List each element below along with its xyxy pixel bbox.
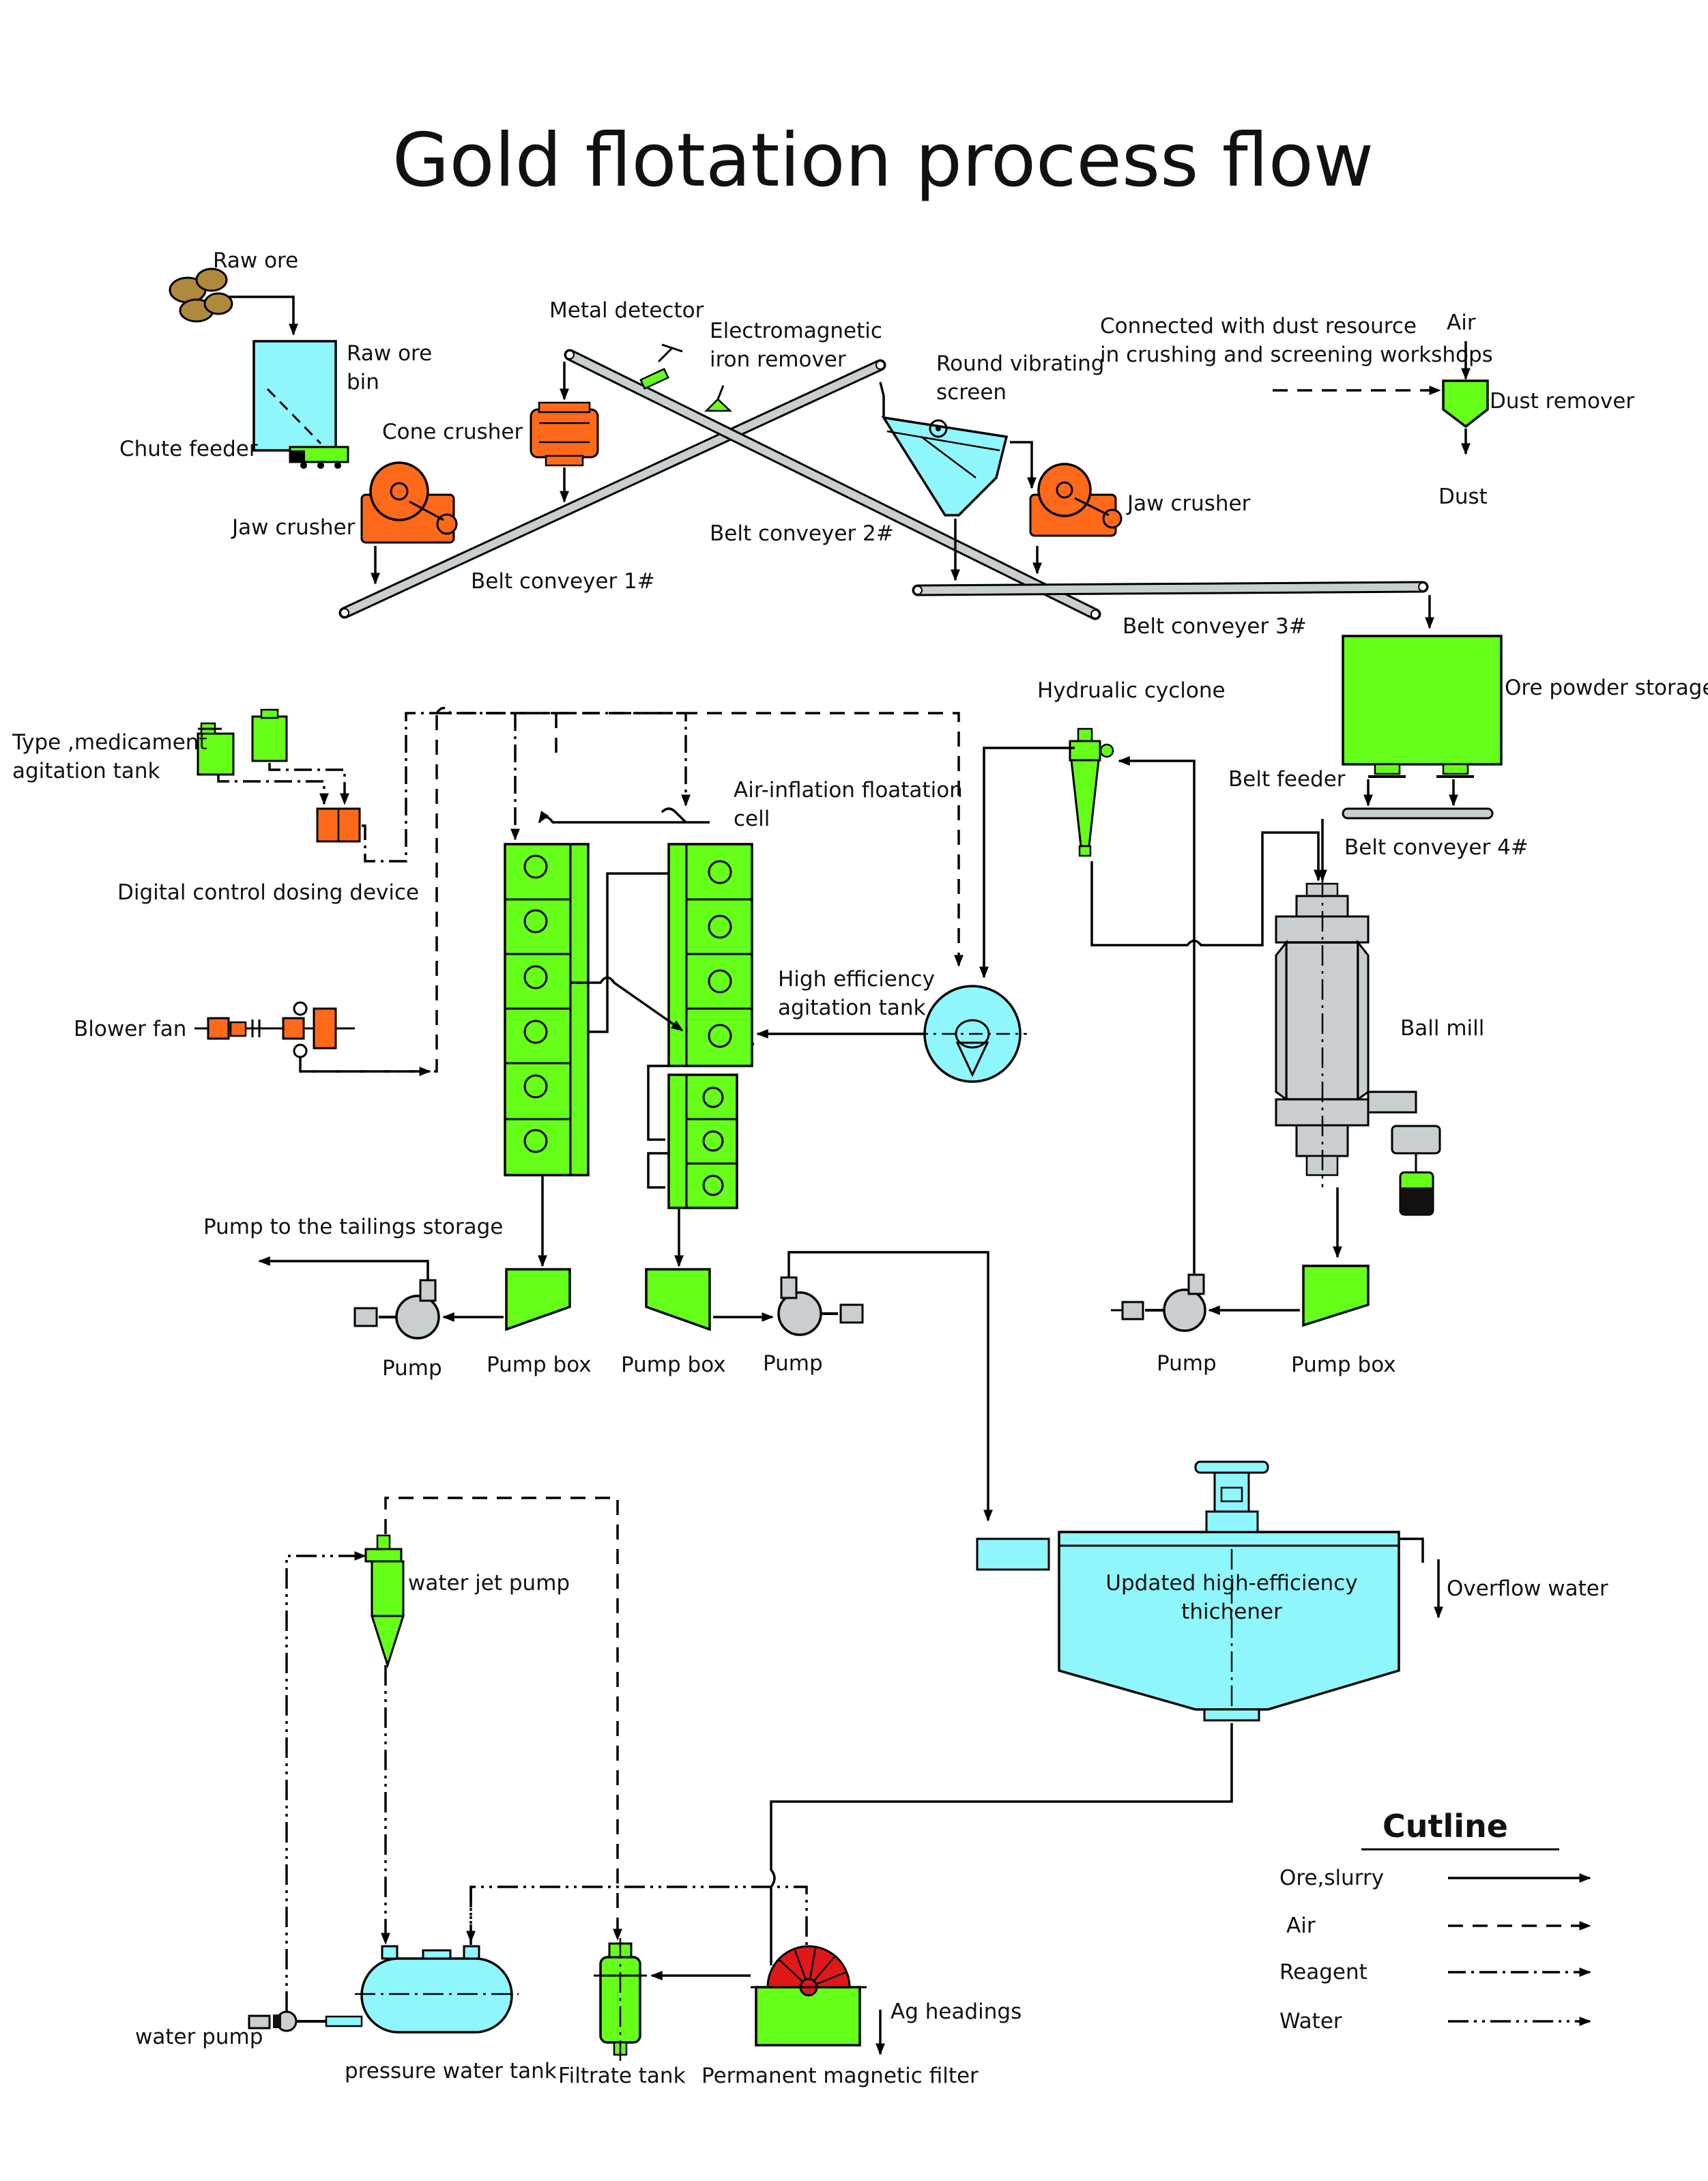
pump-box-3-label: Pump box xyxy=(1291,1353,1396,1377)
water-pump xyxy=(248,2010,326,2032)
legend-item-ore: Ore,slurry xyxy=(1279,1866,1384,1890)
dosing-device-label: Digital control dosing device xyxy=(117,880,419,905)
jaw-crusher-2-label: Jaw crusher xyxy=(1126,491,1251,516)
metal-detector xyxy=(639,343,683,390)
electromagnetic-iron-remover xyxy=(704,385,733,412)
magnetic-filter-label: Permanent magnetic filter xyxy=(701,2064,979,2088)
filtrate-tank xyxy=(594,1938,647,2061)
blower-fan xyxy=(194,1001,355,1058)
dust-remover xyxy=(1442,379,1489,429)
belt-conveyor-3-label: Belt conveyer 3# xyxy=(1123,614,1307,639)
belt-conveyor-4-label: Belt conveyer 4# xyxy=(1344,835,1529,860)
pump-box-3 xyxy=(1302,1265,1370,1327)
digital-dosing-device xyxy=(316,807,361,843)
belt-conveyor-2 xyxy=(564,349,1101,620)
belt-feeder-label: Belt feeder xyxy=(1228,767,1346,792)
metal-detector-label: Metal detector xyxy=(549,298,704,323)
belt-conveyor-2-label: Belt conveyer 2# xyxy=(710,521,894,546)
legend-item-water: Water xyxy=(1279,2009,1342,2034)
belt-conveyor-1-label: Belt conveyer 1# xyxy=(471,569,655,594)
pump-2 xyxy=(777,1276,864,1336)
blower-fan-label: Blower fan xyxy=(74,1017,186,1041)
hydraulic-cyclone-label: Hydrualic cyclone xyxy=(1037,678,1226,703)
flotation-cell-right-lower xyxy=(667,1073,738,1209)
legend: Cutline Ore,slurry Air Reagent Water xyxy=(1279,1808,1591,2034)
chute-feeder-label: Chute feeder xyxy=(119,437,258,461)
jaw-crusher-1 xyxy=(360,461,458,544)
pump-2-label: Pump xyxy=(763,1351,823,1376)
thickener xyxy=(976,1460,1400,1722)
pump-1-label: Pump xyxy=(382,1356,442,1381)
pump-box-1 xyxy=(505,1268,571,1331)
ball-mill xyxy=(1275,877,1441,1216)
legend-title: Cutline xyxy=(1383,1808,1508,1845)
medicament-agitation-tank-1 xyxy=(197,722,235,776)
air-label-top: Air xyxy=(1447,310,1476,335)
cone-crusher-label: Cone crusher xyxy=(382,420,523,444)
belt-conveyor-3 xyxy=(912,581,1429,596)
pump-box-2 xyxy=(645,1268,711,1331)
cone-crusher xyxy=(530,401,599,467)
jaw-crusher-1-label: Jaw crusher xyxy=(231,515,356,540)
flotation-cell-right-upper xyxy=(667,843,753,1067)
overflow-water-label: Overflow water xyxy=(1447,1576,1608,1601)
pump-3-label: Pump xyxy=(1157,1351,1217,1376)
flotation-cell-left xyxy=(504,843,590,1176)
pump-box-2-label: Pump box xyxy=(621,1353,726,1377)
permanent-magnetic-filter xyxy=(751,1945,867,2047)
legend-item-air: Air xyxy=(1286,1913,1316,1938)
pump-1 xyxy=(353,1279,440,1340)
legend-item-reagent: Reagent xyxy=(1279,1960,1367,1984)
water-pump-label: water pump xyxy=(135,2025,263,2049)
pump-to-tailings-label: Pump to the tailings storage xyxy=(203,1215,503,1239)
belt-conveyor-1 xyxy=(338,359,886,619)
raw-ore-pile xyxy=(169,268,233,323)
filtrate-tank-label: Filtrate tank xyxy=(558,2064,686,2088)
pump-box-1-label: Pump box xyxy=(487,1353,592,1377)
raw-ore-bin xyxy=(252,340,337,452)
dust-remover-label: Dust remover xyxy=(1490,389,1634,414)
chute-feeder xyxy=(289,446,349,469)
pressure-water-tank-label: pressure water tank xyxy=(345,2059,557,2083)
agitation-tank xyxy=(914,985,1027,1083)
hydraulic-cyclone xyxy=(1069,727,1114,857)
ball-mill-label: Ball mill xyxy=(1400,1016,1484,1041)
ore-powder-storage xyxy=(1342,635,1503,778)
round-vibrating-screen xyxy=(881,416,1009,517)
page-title: Gold flotation process flow xyxy=(392,118,1374,203)
pump-3 xyxy=(1111,1273,1206,1332)
dust-label: Dust xyxy=(1438,485,1488,509)
ore-powder-storage-label: Ore powder storage xyxy=(1505,676,1708,700)
jaw-crusher-2 xyxy=(1029,463,1123,537)
medicament-agitation-tank-2 xyxy=(251,708,288,762)
raw-ore-label: Raw ore xyxy=(213,248,298,273)
pressure-water-tank xyxy=(325,1945,519,2034)
water-jet-pump-label: water jet pump xyxy=(408,1571,570,1595)
ag-headings-label: Ag headings xyxy=(891,1999,1022,2024)
water-jet-pump xyxy=(364,1534,405,1669)
